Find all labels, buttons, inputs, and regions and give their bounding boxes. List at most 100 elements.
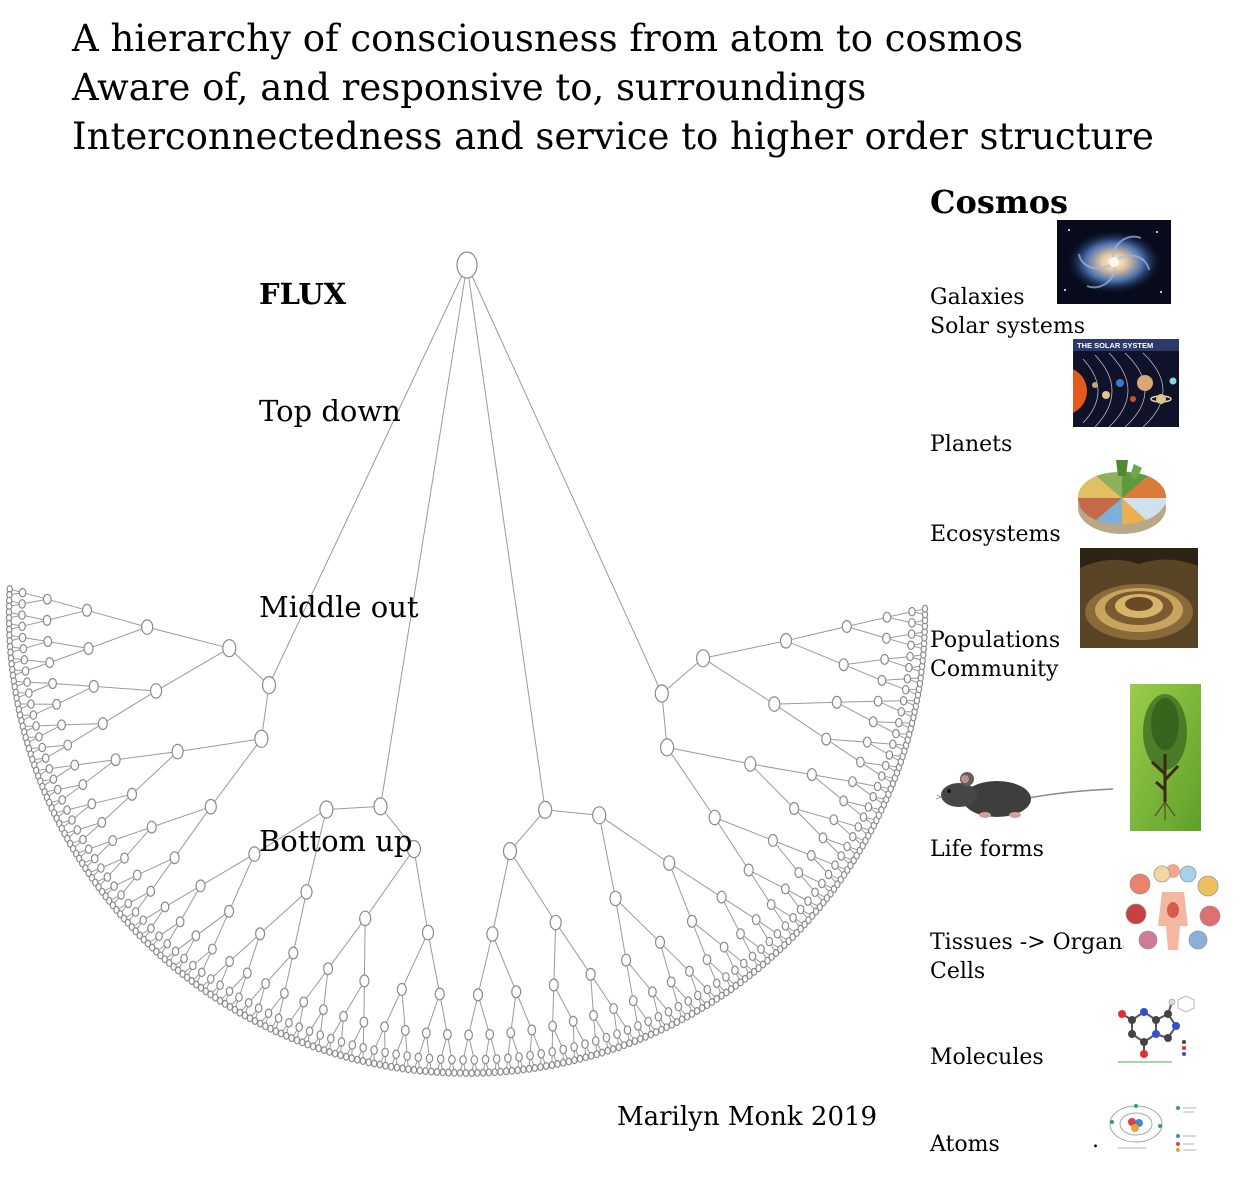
tree-node [439, 1068, 446, 1077]
tree-node [42, 614, 52, 626]
tree-node [459, 1055, 467, 1065]
tree-branch [150, 857, 176, 892]
tree-node [486, 926, 499, 942]
tree-node [894, 717, 903, 728]
tree-node [448, 1054, 456, 1065]
tree-branch [151, 806, 211, 828]
tree-node [739, 958, 748, 969]
tree-node [719, 941, 729, 953]
tree-node [222, 639, 237, 658]
tree-node [81, 603, 93, 617]
tree-branch [86, 609, 148, 628]
tree-node [881, 760, 890, 771]
tree-node [365, 1058, 372, 1067]
tree-node [885, 750, 894, 760]
tree-node [144, 939, 152, 948]
tree-node [741, 974, 749, 983]
tree-branch [509, 850, 557, 923]
tree-branch [668, 862, 693, 922]
tree-node [139, 915, 148, 925]
tree-node [848, 776, 857, 788]
tree-node [560, 1058, 567, 1067]
tree-node [126, 787, 138, 801]
tree-node [570, 1042, 578, 1052]
tree-node [305, 1026, 314, 1036]
tree-node [674, 1001, 683, 1012]
tree-node [779, 632, 793, 649]
tree-node [837, 851, 846, 861]
tree-node [136, 931, 143, 940]
tree-node [731, 965, 739, 976]
tree-node [525, 1064, 533, 1073]
tree-node [841, 620, 852, 634]
tree-node [520, 1065, 527, 1074]
tree-node [191, 930, 201, 942]
flux-label: FLUX [259, 277, 347, 311]
level-cells: Cells [930, 959, 986, 984]
tree-branch [825, 738, 861, 763]
tree-node [97, 717, 108, 731]
tree-branch [211, 911, 230, 950]
tree-node [788, 801, 800, 815]
tree-node [526, 1050, 534, 1061]
tree-node [393, 1063, 401, 1072]
tree-node [381, 1047, 389, 1058]
tree-branch [545, 809, 600, 816]
tree-branch [47, 598, 88, 611]
tree-branch [721, 896, 741, 935]
tree-node [254, 729, 269, 748]
tree-node [170, 962, 177, 971]
level-tissues-organs: Tissues -> Organs [930, 930, 1134, 955]
tree-node [514, 1066, 521, 1075]
tree-node [414, 1052, 423, 1063]
tree-node [373, 797, 388, 816]
tree-node [183, 973, 191, 982]
tree-branch [661, 657, 704, 694]
tree-branch [364, 848, 415, 919]
tree-node [882, 632, 891, 644]
tree-node [531, 1063, 539, 1072]
tree-node [703, 984, 712, 995]
tree-branch [228, 647, 270, 686]
tree-node [634, 1021, 642, 1031]
tree-node [18, 599, 26, 609]
tree-branch [750, 763, 812, 776]
tree-node [901, 684, 910, 695]
tree-branch [625, 959, 653, 993]
tree-node [654, 1011, 663, 1022]
tree-node [604, 1046, 611, 1055]
tree-node [765, 936, 774, 947]
tree-node [43, 636, 53, 648]
tree-branch [749, 763, 795, 809]
tree-node [727, 985, 735, 994]
tree-node [319, 800, 334, 819]
tree-node [907, 629, 916, 639]
tree-node [794, 867, 804, 879]
tree-node [18, 610, 26, 620]
tree-node [592, 806, 607, 825]
tree-node [470, 1055, 479, 1065]
tree-node [892, 728, 900, 739]
tree-node [188, 976, 195, 985]
tree-node [376, 1060, 383, 1069]
tree-node [537, 1063, 544, 1072]
tree-node [664, 1006, 673, 1017]
tree-node [348, 1040, 357, 1050]
tree-branch [491, 933, 517, 992]
tree-node [63, 805, 71, 815]
tree-node [708, 809, 721, 826]
tree-node [610, 1044, 617, 1053]
tree-branch [82, 759, 116, 785]
tree-node [254, 1003, 263, 1013]
tree-node [908, 606, 916, 617]
tree-node [272, 1027, 279, 1036]
tree-node [68, 815, 76, 825]
tree-node [537, 1048, 546, 1059]
tree-node [806, 768, 818, 782]
tree-branch [772, 839, 812, 856]
tree-node [32, 721, 40, 731]
tree-node [781, 921, 790, 931]
tree-node [693, 1006, 701, 1015]
tree-node [479, 1068, 487, 1077]
tree-branch [326, 805, 381, 810]
